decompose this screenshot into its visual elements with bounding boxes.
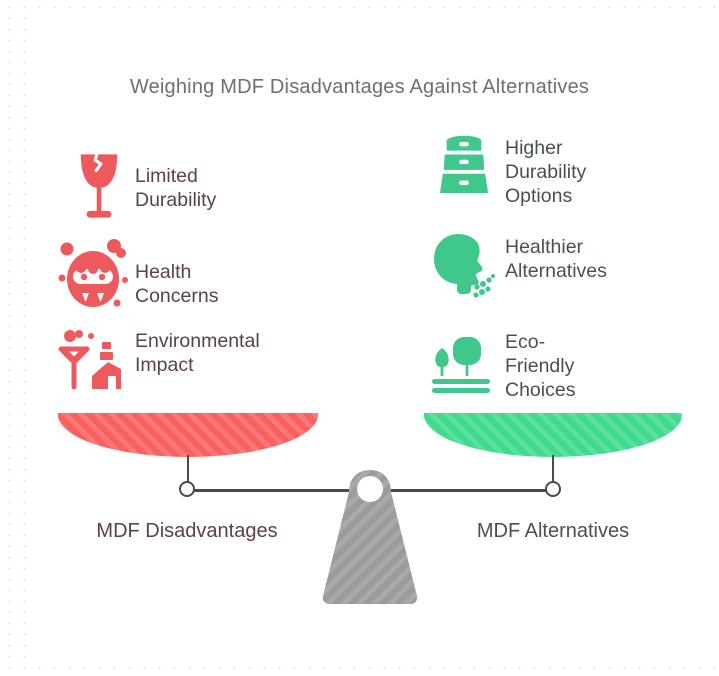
item-label: Health Concerns xyxy=(135,260,218,308)
germ-face-icon xyxy=(58,239,128,307)
item-label-line: Options xyxy=(505,185,573,207)
left-scale-label: MDF Disadvantages xyxy=(96,520,278,542)
diagram-title: Weighing MDF Disadvantages Against Alter… xyxy=(129,76,590,98)
item-label: Higher Durability Options xyxy=(505,136,586,208)
item-label-line: Choices xyxy=(505,379,576,401)
fulcrum xyxy=(322,470,418,604)
item-label-line: Eco-Friendly xyxy=(505,331,575,377)
item-label: Healthier Alternatives xyxy=(505,235,607,283)
right-scale-label: MDF Alternatives xyxy=(476,520,630,542)
pollution-tree-house-icon xyxy=(58,330,121,390)
item-label-line: Environmental xyxy=(135,330,260,352)
breathing-head-icon xyxy=(434,234,495,298)
item-label: Eco-Friendly Choices xyxy=(505,330,575,402)
item-label-line: Alternatives xyxy=(505,260,607,282)
item-label-line: Healthier xyxy=(505,236,584,258)
left-pivot-circle xyxy=(179,481,195,497)
item-label-line: Impact xyxy=(135,354,194,376)
eco-trees-icon xyxy=(432,337,490,393)
right-pan-stem xyxy=(552,455,554,482)
right-pivot-circle xyxy=(545,481,561,497)
item-label-line: Higher Durability xyxy=(505,137,587,183)
item-label: Limited Durability xyxy=(135,164,216,212)
item-label-line: Durability xyxy=(135,189,217,211)
broken-glass-icon xyxy=(80,151,118,218)
item-label: Environmental Impact xyxy=(135,329,260,377)
item-label-line: Health Concerns xyxy=(135,261,219,307)
drawer-chest-icon xyxy=(439,135,489,193)
left-pan-stem xyxy=(187,455,189,482)
item-label-line: Limited xyxy=(135,165,198,187)
